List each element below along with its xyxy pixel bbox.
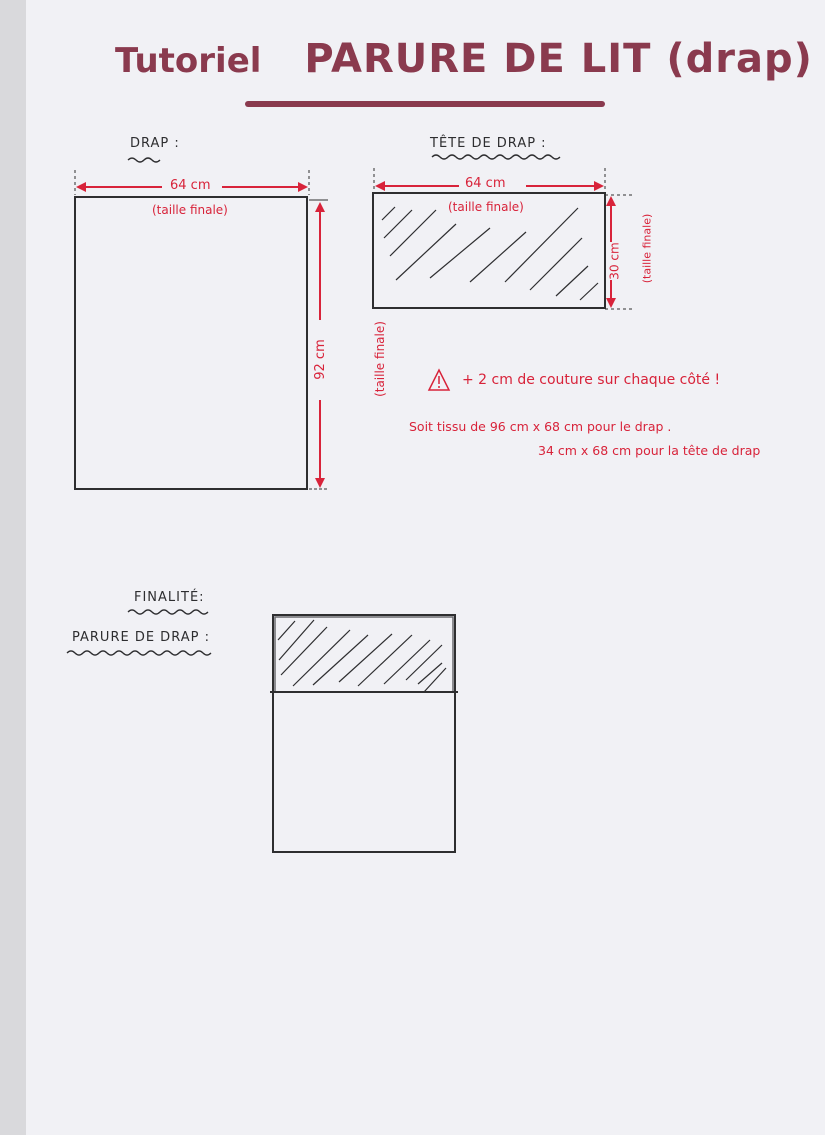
tete-width-label: 64 cm	[465, 176, 506, 191]
fabric-size-note-tete: 34 cm x 68 cm pour la tête de drap	[538, 443, 761, 458]
paper-sheet	[26, 0, 825, 1135]
tete-width-note: (taille finale)	[448, 200, 524, 214]
parure-final-drawing	[270, 614, 458, 853]
fabric-size-note-drap: Soit tissu de 96 cm x 68 cm pour le drap…	[409, 419, 672, 434]
finalite-label: FINALITÉ:	[134, 590, 205, 605]
drap-height-label: 92 cm	[312, 339, 328, 380]
parure-de-drap-label: PARURE DE DRAP :	[72, 630, 210, 645]
parure-label-squiggle	[66, 650, 212, 656]
drap-height-note: (taille finale)	[372, 321, 387, 397]
page-title: Tutoriel PARURE DE LIT (drap)	[115, 36, 813, 82]
drap-rectangle	[74, 196, 308, 490]
tete-de-drap-label: TÊTE DE DRAP :	[430, 136, 547, 151]
tete-height-note: (taille finale)	[640, 213, 654, 284]
tete-height-label: 30 cm	[607, 242, 622, 280]
drap-width-note: (taille finale)	[152, 203, 228, 217]
title-prefix: Tutoriel	[115, 41, 262, 81]
drap-label: DRAP :	[130, 136, 180, 151]
title-underline	[245, 101, 605, 107]
seam-allowance-note: + 2 cm de couture sur chaque côté !	[462, 372, 721, 388]
drap-width-label: 64 cm	[170, 178, 211, 193]
finalite-label-squiggle	[127, 609, 209, 615]
scan-page-edge	[0, 0, 26, 1135]
warning-triangle-icon	[427, 368, 451, 391]
tete-label-squiggle	[431, 154, 561, 160]
tete-de-drap-rectangle	[372, 192, 606, 309]
title-main: PARURE DE LIT (drap)	[304, 36, 813, 82]
drap-label-squiggle	[127, 157, 161, 163]
